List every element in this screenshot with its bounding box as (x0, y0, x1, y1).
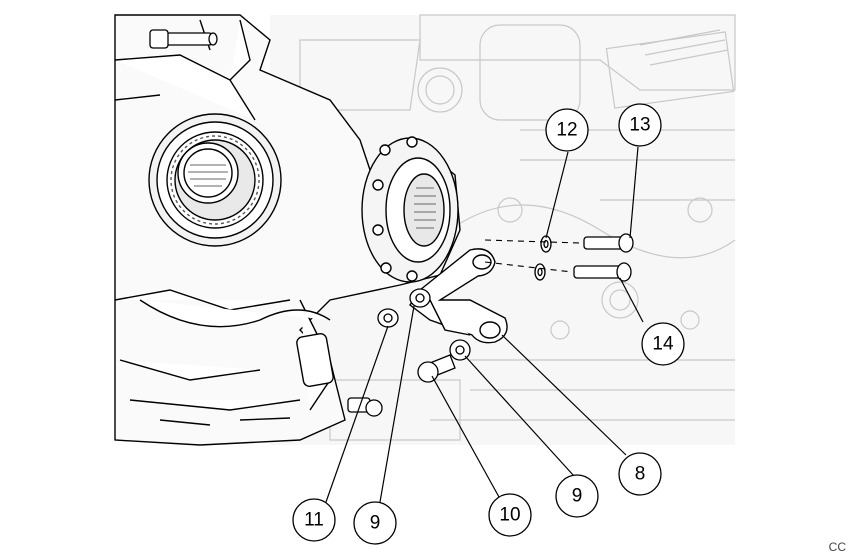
output-hub (148, 113, 282, 247)
callout-12-label: 12 (556, 120, 577, 141)
fasteners (347, 233, 634, 417)
leader-lines (325, 146, 644, 503)
top-bolt (149, 29, 218, 49)
callout-9-lower: 9 (555, 474, 599, 518)
callout-9-lower-label: 9 (572, 486, 583, 507)
callout-8: 8 (618, 452, 662, 496)
callout-11-label: 11 (304, 510, 324, 531)
callout-14: 14 (641, 322, 685, 366)
flange-hub (361, 136, 459, 283)
callout-13-label: 13 (629, 115, 650, 136)
corner-mark: CC (828, 540, 846, 554)
callout-14-label: 14 (652, 334, 674, 355)
callout-11: 11 (292, 498, 336, 542)
callout-10: 10 (488, 493, 532, 537)
callout-10-label: 10 (499, 505, 520, 526)
callout-9-upper: 9 (353, 501, 397, 545)
callout-8-label: 8 (635, 464, 646, 485)
shift-lever (409, 248, 508, 344)
callout-13: 13 (618, 103, 662, 147)
callout-12: 12 (545, 108, 589, 152)
alignment-lines (484, 239, 581, 273)
callout-9-upper-label: 9 (370, 513, 381, 534)
